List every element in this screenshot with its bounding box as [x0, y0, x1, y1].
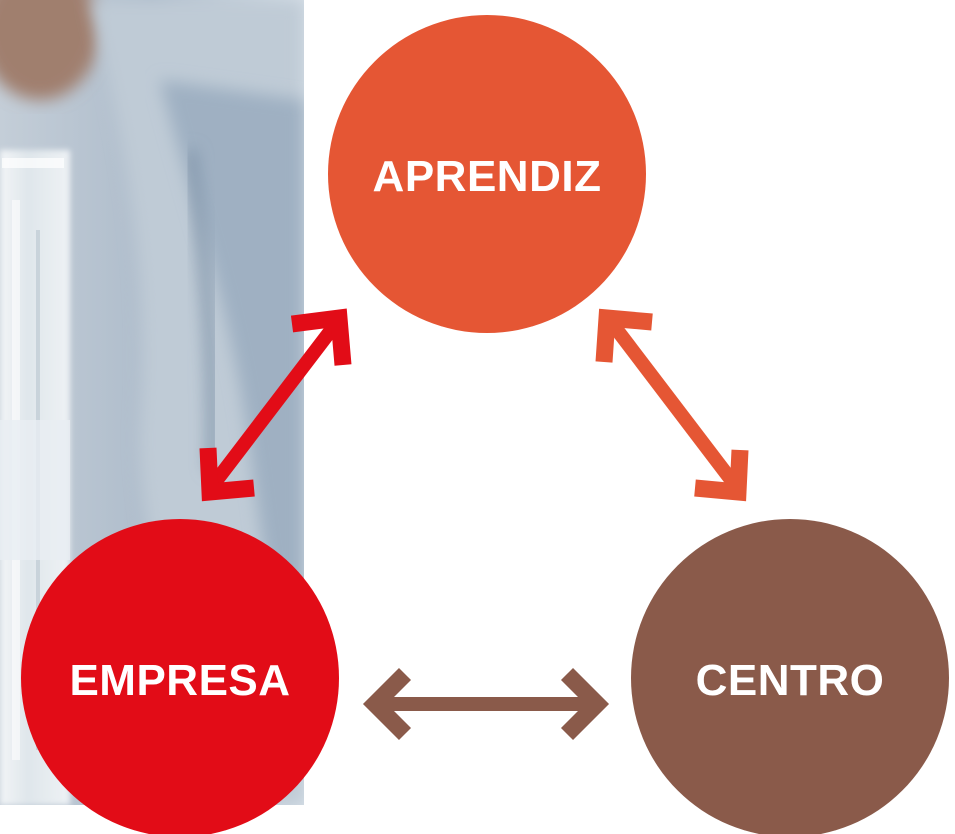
node-centro: CENTRO	[631, 519, 949, 834]
arrow-aprendiz-centro-head-top	[595, 308, 653, 363]
arrow-aprendiz-empresa-head-bottom	[199, 447, 255, 502]
arrow-aprendiz-centro-shaft	[605, 317, 741, 490]
node-aprendiz-label: APRENDIZ	[373, 152, 602, 201]
arrow-aprendiz-centro	[595, 308, 749, 502]
arrow-aprendiz-centro-head-bottom	[694, 449, 749, 502]
arrow-aprendiz-empresa-head-top	[290, 308, 352, 366]
arrow-empresa-centro-head-left	[362, 667, 412, 741]
arrow-empresa-centro-head-right	[560, 667, 610, 741]
node-centro-circle	[631, 519, 949, 834]
arrow-empresa-centro	[362, 667, 610, 741]
node-centro-label: CENTRO	[696, 656, 885, 705]
arrow-aprendiz-empresa-shaft	[207, 320, 341, 490]
node-empresa-label: EMPRESA	[69, 656, 290, 705]
node-empresa-circle	[21, 519, 339, 834]
node-aprendiz: APRENDIZ	[328, 15, 646, 333]
node-empresa: EMPRESA	[21, 519, 339, 834]
laboratory-photo	[0, 0, 304, 805]
node-aprendiz-circle	[328, 15, 646, 333]
arrow-aprendiz-empresa	[199, 308, 352, 502]
